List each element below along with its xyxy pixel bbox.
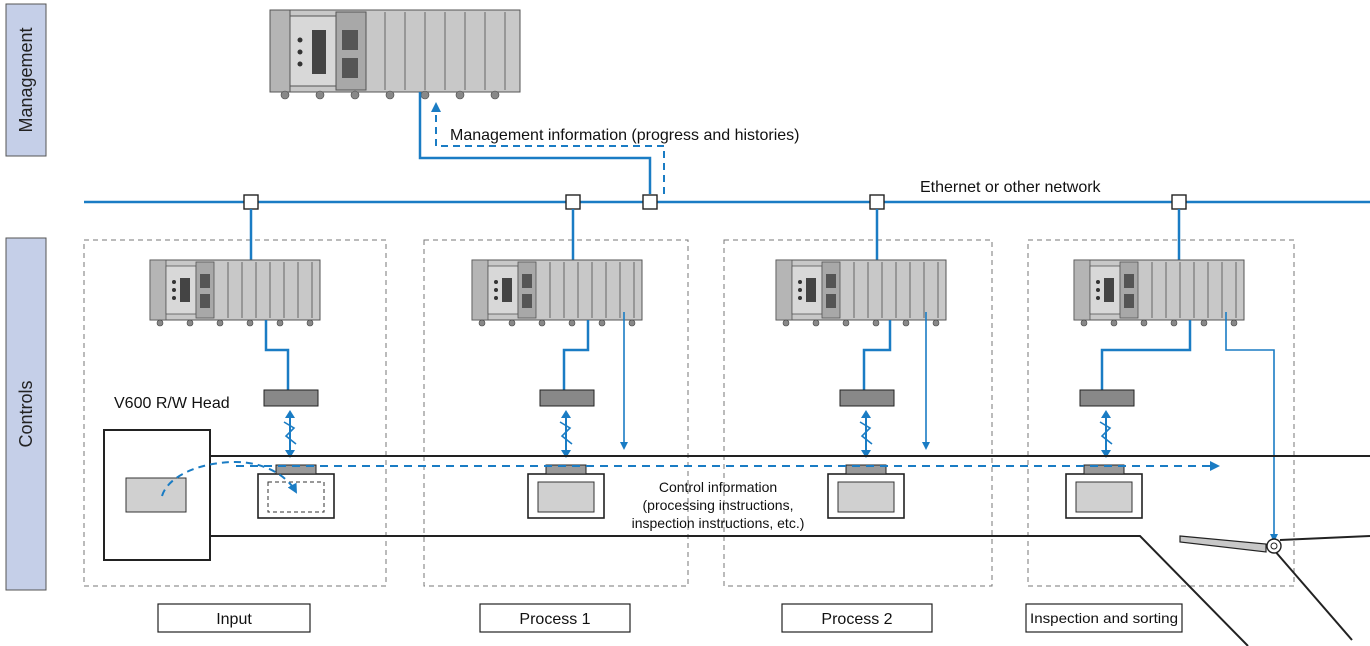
plc-inspection xyxy=(1073,259,1245,327)
network-node-management xyxy=(642,194,658,210)
network-node-process1 xyxy=(565,194,581,210)
stage-label-input-text: Input xyxy=(216,611,252,628)
management-network-link xyxy=(418,92,652,194)
workpiece-process1 xyxy=(527,464,605,519)
controls-label: Controls xyxy=(16,380,36,447)
controls-side-label: Controls xyxy=(5,237,47,591)
control-info-line3: inspection instructions, etc.) xyxy=(632,515,805,531)
stage-box-process1 xyxy=(423,239,689,587)
control-info-line1: Control information xyxy=(659,479,777,495)
stage-label-inspection-text: Inspection and sorting xyxy=(1030,610,1178,626)
sorting-gate xyxy=(1179,535,1282,554)
plc-process2 xyxy=(775,259,947,327)
workpiece-inspection xyxy=(1065,464,1143,519)
sorting-diverted-rail xyxy=(1279,535,1370,541)
workpiece-input xyxy=(257,464,335,519)
workpiece-process2 xyxy=(827,464,905,519)
stage-label-process1: Process 1 xyxy=(479,603,631,633)
network-node-process2 xyxy=(869,194,885,210)
control-info-line2: (processing instructions, xyxy=(643,497,794,513)
stage-label-input: Input xyxy=(157,603,311,633)
conveyor-bottom-rail xyxy=(210,535,1249,646)
rw-head-process2 xyxy=(839,389,895,407)
management-side-label: Management xyxy=(5,3,47,157)
network-node-input xyxy=(243,194,259,210)
stage-label-process1-text: Process 1 xyxy=(519,611,590,628)
management-info-dashed-arrow xyxy=(431,102,665,194)
management-info-label: Management information (progress and his… xyxy=(450,127,800,144)
rw-head-label: V600 R/W Head xyxy=(114,395,230,412)
plc-input xyxy=(149,259,321,327)
wireless-signals xyxy=(283,410,1113,458)
control-info-entry-arrow xyxy=(161,460,297,497)
stage-label-process2: Process 2 xyxy=(781,603,933,633)
rw-head-inspection xyxy=(1079,389,1135,407)
stage-box-process2 xyxy=(723,239,993,587)
rw-head-input xyxy=(263,389,319,407)
rw-head-process1 xyxy=(539,389,595,407)
management-plc xyxy=(269,9,521,100)
stage-label-inspection: Inspection and sorting xyxy=(1025,603,1183,633)
sorting-branch-rail xyxy=(1273,549,1353,641)
network-node-inspection xyxy=(1171,194,1187,210)
plc-process1 xyxy=(471,259,643,327)
network-label: Ethernet or other network xyxy=(920,179,1102,196)
management-label: Management xyxy=(16,27,36,132)
input-station xyxy=(103,429,211,561)
stage-label-process2-text: Process 2 xyxy=(821,611,892,628)
